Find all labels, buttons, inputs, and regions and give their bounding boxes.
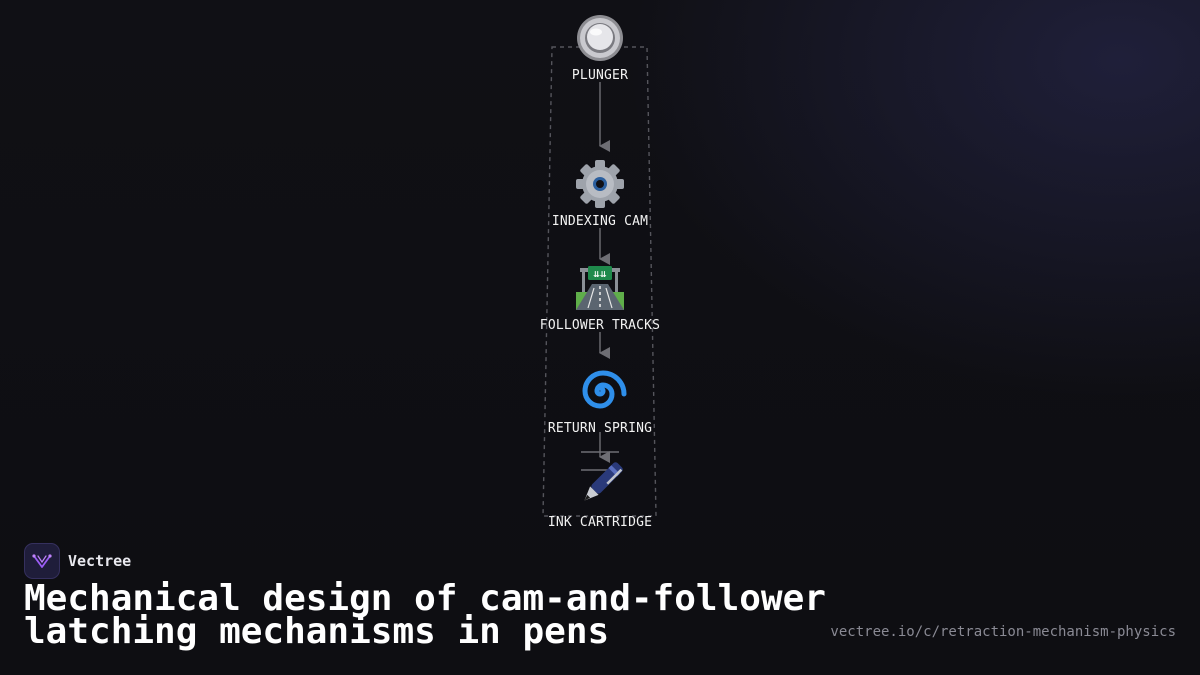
brand-name: Vectree: [68, 552, 132, 570]
gear-icon: [576, 160, 624, 208]
node-label: INDEXING CAM: [551, 214, 649, 229]
cyclone-spiral-icon: [582, 370, 627, 409]
push-button-icon: [577, 15, 623, 61]
page-title: Mechanical design of cam-and-follower la…: [24, 578, 826, 652]
source-url[interactable]: vectree.io/c/retraction-mechanism-physic…: [830, 624, 1176, 640]
node-label: PLUNGER: [571, 68, 629, 83]
vectree-logo-icon: [24, 543, 60, 579]
group-boundary: [542, 46, 657, 517]
node-label: FOLLOWER TRACKS: [539, 318, 661, 333]
pen-icon: [584, 462, 623, 501]
motorway-icon: ⇊⇊: [576, 266, 624, 310]
brand: Vectree: [24, 543, 132, 579]
svg-text:⇊⇊: ⇊⇊: [593, 270, 607, 279]
node-label: INK CARTRIDGE: [547, 515, 653, 530]
node-label: RETURN SPRING: [547, 421, 653, 436]
